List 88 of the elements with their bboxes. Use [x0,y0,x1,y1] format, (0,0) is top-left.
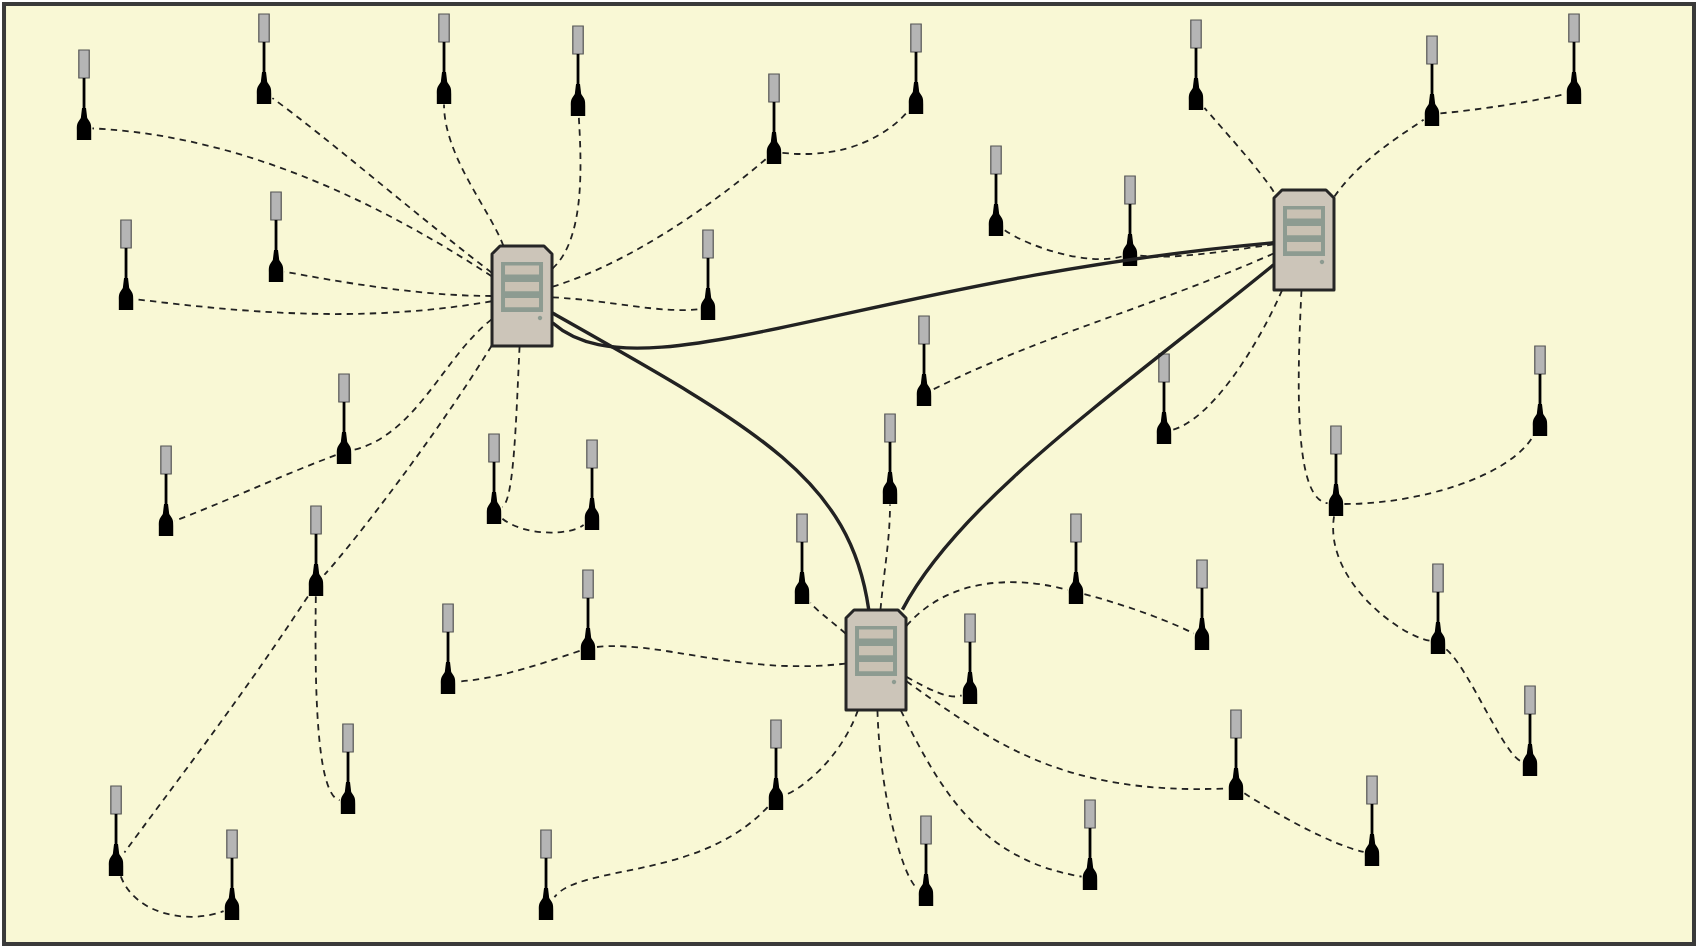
dashed-link [314,595,341,802]
dashed-link [1343,435,1534,505]
dashed-link [905,680,1229,790]
dashed-link [809,601,847,635]
solid-link [551,241,1274,350]
dashed-link [271,97,493,274]
server-icon [844,608,908,712]
dashed-link [783,709,859,797]
sensor-icon [918,815,934,906]
sensor-icon [768,719,784,810]
sensor-icon [1068,513,1084,604]
dashed-link [119,875,225,918]
sensor-icon [766,73,782,164]
dashed-link [1332,515,1431,642]
sensor-icon [268,191,284,282]
sensor-icon [1122,175,1138,266]
dashed-link [501,345,521,508]
dashed-link [905,581,1069,627]
sensor-icon [76,49,92,140]
dashed-link [283,270,493,297]
sensor-icon [1522,685,1538,776]
sensor-icon [336,373,352,464]
sensor-icon [1194,559,1210,650]
dashed-link [1203,106,1275,193]
dashed-link [1137,243,1275,258]
sensor-icon [1188,19,1204,110]
dashed-link [455,650,581,683]
sensor-icon [1082,799,1098,890]
dashed-link [551,296,701,311]
dashed-link [1333,118,1425,198]
dashed-link [1243,792,1365,853]
sensor-icon [916,315,932,406]
dashed-link [133,298,493,315]
sensor-icon [584,439,600,530]
server-icon [1272,188,1336,292]
dashed-link [1439,93,1567,115]
sensor-icon [1156,353,1172,444]
dashed-link [351,318,493,452]
dashed-link [553,806,769,898]
dashed-link [1445,648,1523,763]
dashed-link [931,252,1275,391]
sensor-icon [1364,775,1380,866]
sensor-icon [256,13,272,104]
dashed-link [91,127,493,278]
dashed-link [323,344,493,576]
dashed-link [905,675,963,698]
dashed-link [1083,593,1195,635]
sensor-icon [1228,709,1244,800]
sensor-icon [224,829,240,920]
dashed-link [879,503,891,611]
sensor-icon [570,25,586,116]
dashed-link [595,645,847,668]
sensor-icon [700,229,716,320]
server-icon [490,244,554,348]
dashed-link [551,115,582,270]
dashed-link [173,454,337,522]
dashed-link [1003,229,1123,260]
sensor-icon [794,513,810,604]
dashed-link [876,709,919,890]
dashed-link [123,595,309,854]
sensor-icon [340,723,356,814]
sensor-icon [118,219,134,310]
dashed-link [1171,289,1283,431]
solid-link [901,263,1275,611]
dashed-link [443,103,505,247]
sensor-icon [580,569,596,660]
dashed-link [1297,289,1329,505]
sensor-icon [1328,425,1344,516]
sensor-icon [1566,13,1582,104]
sensor-icon [440,603,456,694]
sensor-icon [1430,563,1446,654]
sensor-icon [108,785,124,876]
sensor-icon [436,13,452,104]
sensor-icon [988,145,1004,236]
sensor-icon [1532,345,1548,436]
solid-link [551,311,871,610]
dashed-link [551,158,767,288]
sensor-icon [908,23,924,114]
dashed-link [501,517,585,534]
dashed-link [899,709,1083,878]
sensor-icon [308,505,324,596]
sensor-icon [158,445,174,536]
sensor-icon [538,829,554,920]
dashed-link [781,110,909,155]
sensor-icon [1424,35,1440,126]
sensor-icon [486,433,502,524]
sensor-icon [882,413,898,504]
sensor-icon [962,613,978,704]
